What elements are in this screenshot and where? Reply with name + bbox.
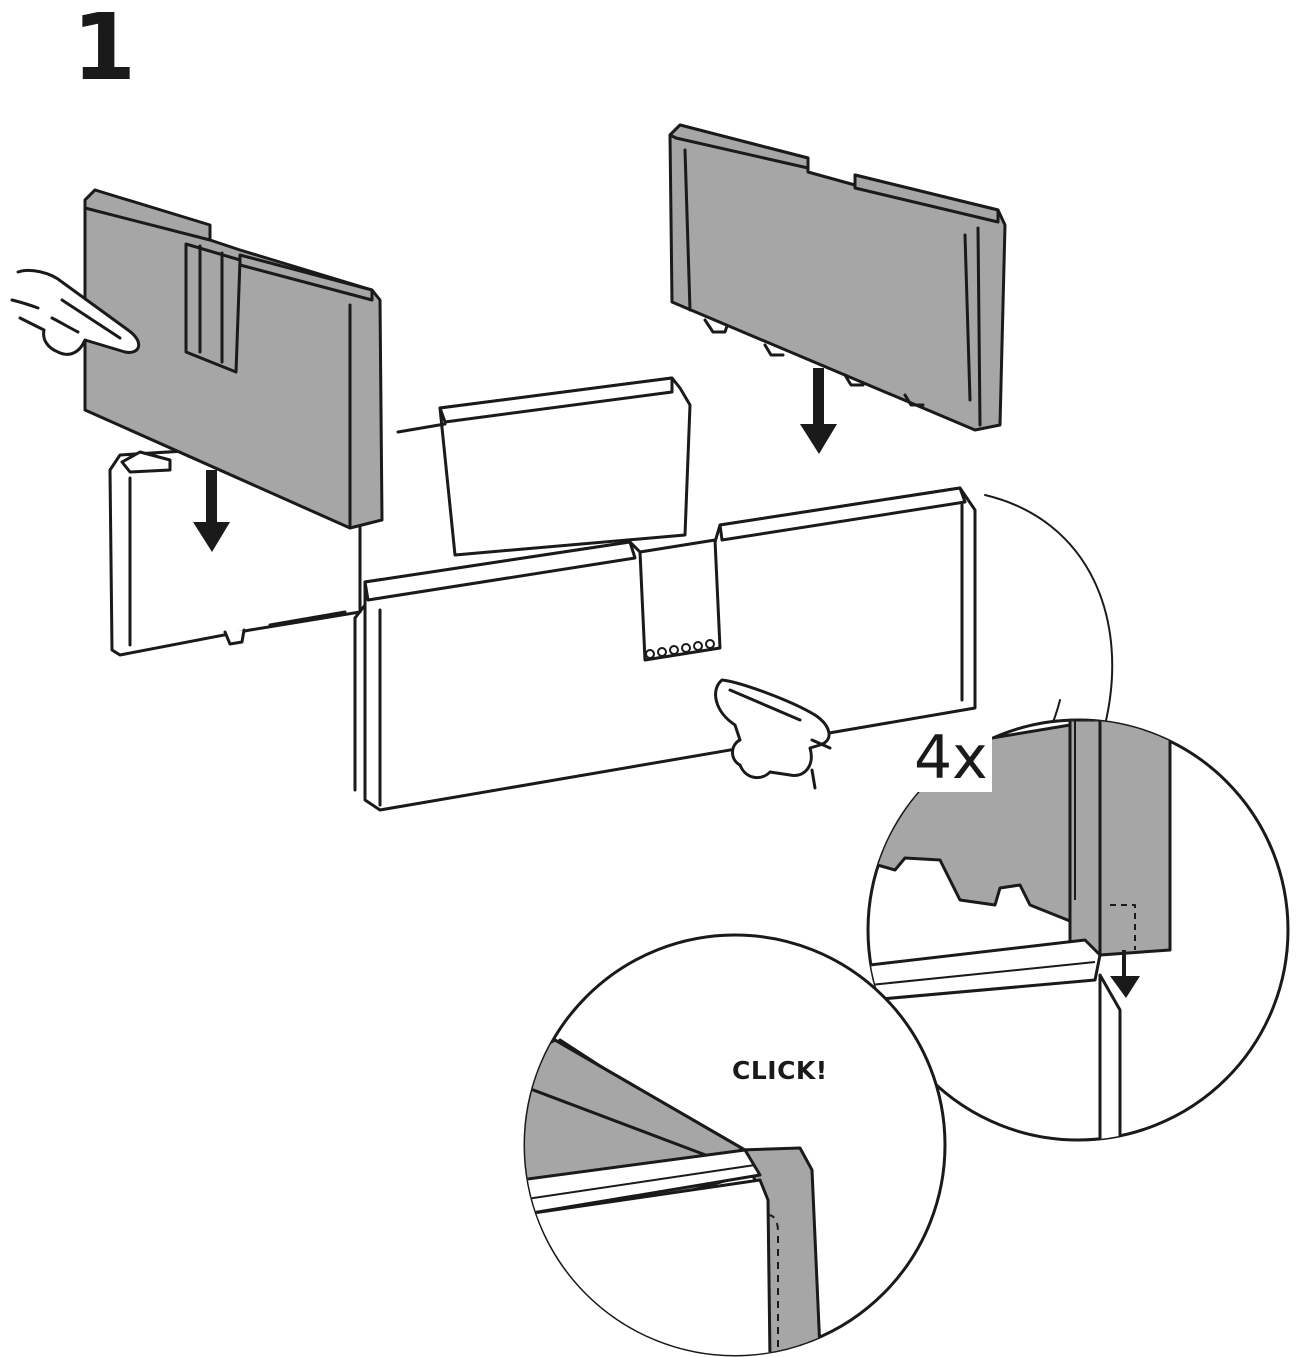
pointing-hand-icon: [714, 678, 832, 790]
back-panel: [396, 376, 692, 557]
click-sound-label: CLICK!: [732, 1056, 828, 1085]
step-number: 1: [72, 0, 137, 101]
quantity-label: 4x: [912, 728, 992, 792]
pointing-hand-icon: [10, 268, 140, 356]
down-arrow-icon: [1110, 950, 1140, 998]
gray-left-panel: [83, 188, 384, 530]
callout-leader: [984, 494, 1114, 726]
detail-circle-bottom: [523, 933, 947, 1357]
down-arrow-icon: [800, 368, 837, 454]
slot-teeth: [645, 639, 715, 659]
detail-circle-top: [866, 718, 1290, 1142]
gray-right-panel: [668, 123, 1007, 432]
down-arrow-icon: [193, 470, 230, 552]
